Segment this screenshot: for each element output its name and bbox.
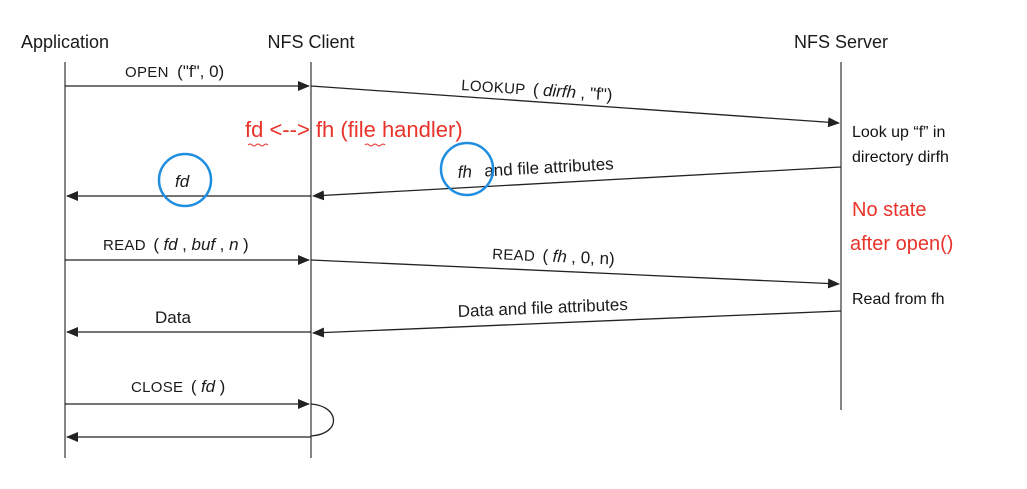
read-server-label: READ ( fh , 0, n) <box>492 244 615 269</box>
read-server-paren: ( <box>542 246 549 265</box>
fd-fh-annotation: fd <--> fh (file handler) <box>245 117 463 142</box>
open-args: ("f", 0) <box>177 62 224 81</box>
participant-nfs-server: NFS Server <box>794 32 888 52</box>
fd-highlight-circle <box>157 152 213 208</box>
lookup-arrow <box>310 85 840 128</box>
close-label: CLOSE ( fd ) <box>131 377 225 396</box>
read-app-name: READ <box>103 237 146 254</box>
participant-application: Application <box>21 32 109 52</box>
read-server-name: READ <box>492 246 536 265</box>
close-paren-open: ( <box>191 377 197 396</box>
read-server-arg-fh: fh <box>552 247 567 267</box>
read-app-comma1: , <box>182 235 191 254</box>
read-app-arg-n: n <box>229 235 238 254</box>
read-app-comma2: , <box>220 235 229 254</box>
open-label: OPEN ("f", 0) <box>125 62 224 81</box>
server-note-lookup-line2: directory dirfh <box>852 149 949 166</box>
fh-attrs-arg-fh: fh <box>457 162 472 182</box>
fh-attrs-arrow <box>312 166 842 201</box>
lookup-paren: ( <box>532 80 539 99</box>
lookup-name: LOOKUP <box>461 77 526 98</box>
fd-return-label: fd <box>175 172 190 191</box>
read-app-paren-open: ( <box>153 235 159 254</box>
fh-highlight-circle <box>439 141 495 197</box>
read-app-arg-fd: fd <box>163 235 178 254</box>
open-name: OPEN <box>125 64 169 81</box>
lookup-arg-dirfh: dirfh <box>542 81 576 102</box>
data-attrs-label: Data and file attributes <box>457 295 628 321</box>
close-name: CLOSE <box>131 379 183 396</box>
fh-spell-underline <box>364 143 386 147</box>
fd-spell-underline <box>247 143 269 147</box>
data-app-label: Data <box>155 308 191 327</box>
lookup-rest: , "f") <box>580 83 613 104</box>
no-state-annotation-line1: No state <box>852 199 926 221</box>
data-attrs-arrow <box>312 310 842 338</box>
server-note-read: Read from fh <box>852 291 944 308</box>
no-state-annotation-line2: after open() <box>850 233 953 255</box>
read-server-rest: , 0, n) <box>571 248 615 269</box>
read-app-arg-buf: buf <box>192 235 218 254</box>
lookup-label: LOOKUP ( dirfh , "f") <box>461 75 613 105</box>
fh-attrs-label: fh and file attributes <box>457 154 614 182</box>
read-app-paren-close: ) <box>243 235 249 254</box>
close-paren-close: ) <box>220 377 226 396</box>
fh-attrs-rest: and file attributes <box>484 154 614 180</box>
close-arg-fd: fd <box>201 377 216 396</box>
close-self-loop <box>310 403 335 437</box>
participant-nfs-client: NFS Client <box>267 32 354 52</box>
server-note-lookup-line1: Look up “f” in <box>852 124 945 141</box>
read-server-arrow <box>310 259 840 289</box>
read-app-label: READ ( fd , buf , n ) <box>103 235 249 254</box>
